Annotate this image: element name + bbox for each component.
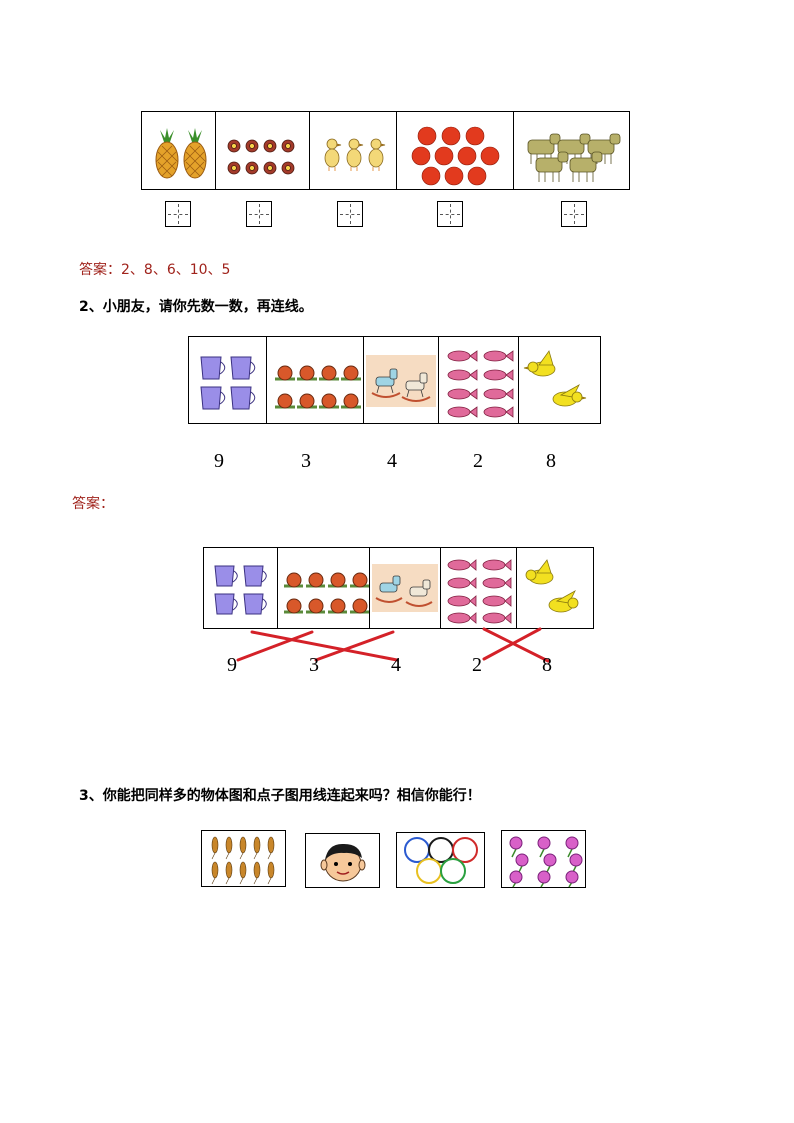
flower-cell — [215, 112, 309, 189]
match-line-8 — [482, 627, 550, 663]
answer-box-5[interactable] — [561, 201, 587, 227]
fish-icon — [447, 559, 512, 624]
answer-number-5: 8 — [542, 654, 552, 676]
rocking-horse-cell — [363, 337, 438, 423]
answer-number-4: 2 — [472, 654, 482, 676]
answer-box-2[interactable] — [246, 201, 272, 227]
ox-cell — [513, 112, 631, 189]
answer-line-1: 答案：2、8、6、10、5 — [79, 262, 231, 278]
snail-cell — [277, 548, 369, 628]
flower-icon — [227, 139, 295, 175]
answer-box-3[interactable] — [337, 201, 363, 227]
number-label-1: 9 — [214, 450, 224, 472]
question-3: 3、你能把同样多的物体图和点子图用线连起来吗？相信你能行！ — [79, 788, 481, 804]
snail-icon — [284, 572, 369, 614]
tomato-cell — [396, 112, 513, 189]
answer-number-1: 9 — [227, 654, 237, 676]
snail-icon — [275, 365, 361, 409]
rose-picture — [501, 830, 586, 888]
fish-cell — [440, 548, 516, 628]
match-line-9 — [236, 630, 314, 662]
answer-label-2: 答案： — [72, 496, 114, 512]
number-label-2: 3 — [301, 450, 311, 472]
matching-lines — [236, 627, 550, 663]
olympic-rings-picture — [396, 832, 485, 888]
boy-face-icon — [320, 843, 366, 882]
olympic-rings-icon — [404, 837, 478, 884]
cup-cell — [204, 548, 277, 628]
cup-icon — [200, 356, 256, 410]
answer-picture-strip-2 — [203, 547, 594, 629]
question-2: 2、小朋友，请你先数一数，再连线。 — [79, 299, 313, 315]
answer-box-4[interactable] — [437, 201, 463, 227]
boy-face-picture — [305, 833, 380, 888]
match-line-4 — [314, 630, 395, 662]
fish-icon — [447, 350, 514, 418]
pineapple-cell — [142, 112, 215, 189]
number-label-4: 2 — [473, 450, 483, 472]
rocking-horse-icon — [366, 355, 436, 407]
answer-number-2: 3 — [309, 654, 319, 676]
number-label-3: 4 — [387, 450, 397, 472]
bird-cell — [518, 337, 602, 423]
wheat-picture — [201, 830, 286, 887]
bird-icon — [523, 350, 587, 407]
duckling-icon — [324, 138, 386, 171]
fish-cell — [438, 337, 518, 423]
rocking-horse-icon — [372, 564, 438, 612]
rocking-horse-cell — [369, 548, 440, 628]
answer-box-1[interactable] — [165, 201, 191, 227]
match-line-3 — [250, 630, 399, 662]
counting-picture-strip-1 — [141, 111, 630, 190]
duckling-cell — [309, 112, 396, 189]
pineapple-icon — [155, 128, 207, 179]
bird-icon — [525, 559, 579, 613]
counting-picture-strip-2 — [188, 336, 601, 424]
answer-number-3: 4 — [391, 654, 401, 676]
bird-cell — [516, 548, 595, 628]
snail-cell — [266, 337, 363, 423]
tomato-icon — [411, 126, 500, 186]
cup-cell — [189, 337, 266, 423]
wheat-icon — [211, 836, 275, 885]
cup-icon — [214, 565, 267, 615]
rose-icon — [509, 836, 583, 888]
ox-icon — [527, 133, 621, 182]
number-label-5: 8 — [546, 450, 556, 472]
